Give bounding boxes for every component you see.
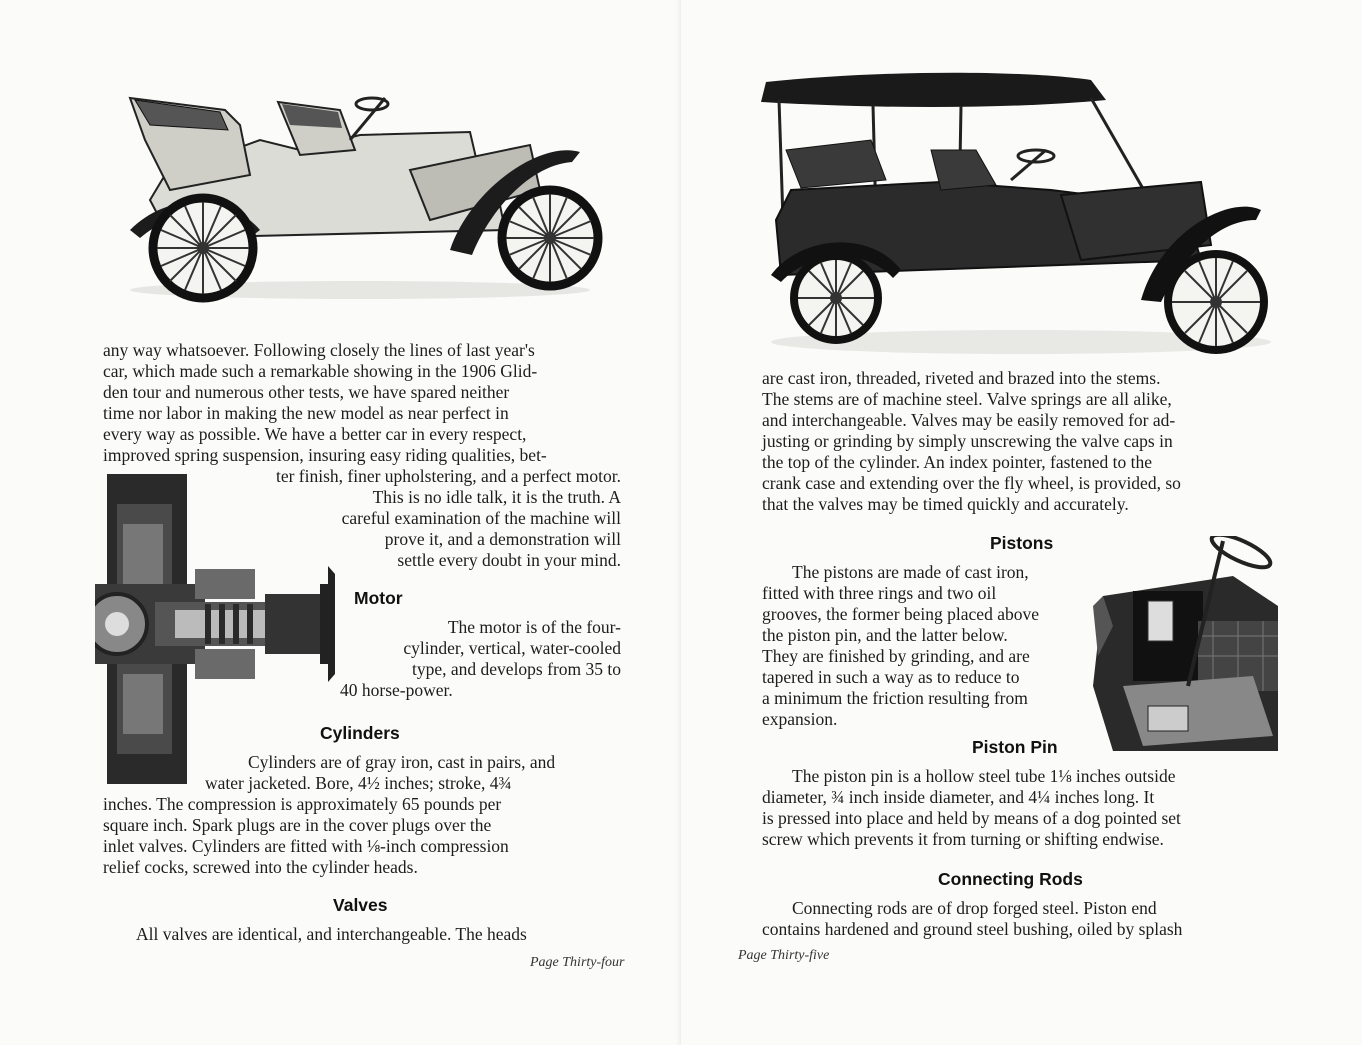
text-line: and interchangeable. Valves may be easil… [762, 410, 1176, 430]
piston-pin-paragraph: The piston pin is a hollow steel tube 1⅛… [762, 766, 1281, 850]
text-line: the piston pin, and the latter below. [762, 625, 1008, 645]
drivers-seat-illustration [1093, 536, 1278, 751]
covered-touring-car-illustration [761, 70, 1281, 360]
left-page: any way whatsoever. Following closely th… [95, 80, 626, 970]
text-line: type, and develops from 35 to [412, 659, 621, 679]
text-line: Connecting rods are of drop forged steel… [792, 898, 1157, 918]
text-line: prove it, and a demonstration will [384, 529, 621, 549]
text-line: square inch. Spark plugs are in the cove… [103, 815, 492, 835]
motor-heading: Motor [354, 588, 403, 608]
text-line: every way as possible. We have a better … [103, 424, 527, 444]
text-line: The motor is of the four- [447, 617, 621, 637]
text-line: The stems are of machine steel. Valve sp… [762, 389, 1172, 409]
text-line: a minimum the friction resulting from [762, 688, 1028, 708]
pistons-heading: Pistons [990, 533, 1054, 553]
text-line: 40 horse-power. [340, 680, 453, 700]
text-line: cylinder, vertical, water-cooled [403, 638, 621, 658]
text-line: settle every doubt in your mind. [397, 550, 621, 570]
valves-continued-paragraph: are cast iron, threaded, riveted and bra… [762, 368, 1281, 515]
motor-paragraph: The motor is of the four- cylinder, vert… [340, 617, 621, 701]
text-line: The piston pin is a hollow steel tube 1⅛… [792, 766, 1176, 786]
text-line: Cylinders are of gray iron, cast in pair… [248, 752, 556, 772]
intro-paragraph: any way whatsoever. Following closely th… [103, 340, 621, 466]
page-number-right: Page Thirty-five [738, 948, 830, 963]
connecting-rods-paragraph: Connecting rods are of drop forged steel… [762, 898, 1281, 940]
text-line: improved spring suspension, insuring eas… [103, 445, 547, 465]
right-page: are cast iron, threaded, riveted and bra… [681, 0, 1362, 1045]
text-line: tapered in such a way as to reduce to [762, 667, 1020, 687]
text-line: water jacketed. Bore, 4½ inches; stroke,… [205, 773, 512, 793]
intro-wrap-text: ter finish, finer upholstering, and a pe… [205, 466, 621, 571]
text-line: the top of the cylinder. An index pointe… [762, 452, 1153, 472]
motor-cross-section-illustration [95, 474, 345, 786]
text-line: screw which prevents it from turning or … [762, 829, 1164, 849]
page-number-left: Page Thirty-four [530, 955, 625, 970]
text-line: They are finished by grinding, and are [762, 646, 1030, 666]
cylinders-paragraph: Cylinders are of gray iron, cast in pair… [103, 752, 621, 878]
text-line: are cast iron, threaded, riveted and bra… [762, 368, 1161, 388]
text-line: justing or grinding by simply unscrewing… [762, 431, 1173, 451]
touring-car-illustration [110, 80, 615, 305]
text-line: car, which made such a remarkable showin… [103, 361, 538, 381]
piston-pin-heading: Piston Pin [972, 737, 1058, 757]
text-line: careful examination of the machine will [341, 508, 621, 528]
cylinders-heading: Cylinders [320, 723, 400, 743]
text-line: grooves, the former being placed above [762, 604, 1039, 624]
text-line: crank case and extending over the fly wh… [762, 473, 1181, 493]
text-line: ter finish, finer upholstering, and a pe… [275, 466, 621, 486]
text-line: den tour and numerous other tests, we ha… [103, 382, 510, 402]
valves-paragraph: All valves are identical, and interchang… [136, 924, 626, 945]
connecting-rods-heading: Connecting Rods [938, 869, 1083, 889]
text-line: is pressed into place and held by means … [762, 808, 1181, 828]
text-line: All valves are identical, and interchang… [136, 924, 527, 944]
text-line: fitted with three rings and two oil [762, 583, 997, 603]
text-line: that the valves may be timed quickly and… [762, 494, 1129, 514]
text-line: This is no idle talk, it is the truth. A [372, 487, 621, 507]
valves-heading: Valves [333, 895, 388, 915]
text-line: inlet valves. Cylinders are fitted with … [103, 836, 509, 856]
text-line: The pistons are made of cast iron, [792, 562, 1029, 582]
text-line: expansion. [762, 709, 838, 729]
text-line: relief cocks, screwed into the cylinder … [103, 857, 418, 877]
text-line: contains hardened and ground steel bushi… [762, 919, 1183, 939]
text-line: diameter, ¾ inch inside diameter, and 4¼… [762, 787, 1155, 807]
text-line: inches. The compression is approximately… [103, 794, 502, 814]
pistons-paragraph: The pistons are made of cast iron, fitte… [762, 562, 1082, 730]
text-line: time nor labor in making the new model a… [103, 403, 509, 423]
text-line: any way whatsoever. Following closely th… [103, 340, 535, 360]
